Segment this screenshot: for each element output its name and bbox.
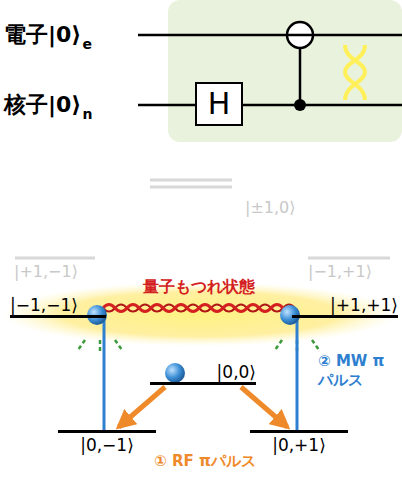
faint-level [15, 257, 95, 260]
faint-level [308, 257, 390, 260]
electron-wire [138, 34, 402, 37]
faint-level-label: |+1,−1⟩ [14, 262, 78, 281]
entanglement-wave [103, 305, 295, 312]
circuit-background [168, 0, 402, 142]
qubit-subscript: e [82, 36, 92, 52]
rf-pulse-label: ① RF πパルス [150, 452, 260, 471]
mw-sparkle [78, 340, 319, 352]
node-text: |−1,−1⟩ [10, 295, 106, 315]
pulse-connector [119, 387, 165, 427]
node-text: |0,+1⟩ [250, 435, 348, 455]
spin-ball [165, 363, 185, 383]
qubit-label: 電子|0⟩ [4, 20, 81, 50]
entangle-twist [345, 45, 365, 100]
entangle-twist [345, 45, 365, 100]
cnot-control [294, 99, 306, 111]
hadamard-gate: H [195, 82, 243, 126]
nucleus-wire [138, 104, 402, 107]
faint-level [150, 186, 232, 189]
mw-pulse-label: ② MW πパルス [318, 352, 396, 390]
faint-level [150, 179, 232, 182]
cnot-target-cross [287, 34, 313, 37]
node-text: |0,−1⟩ [58, 435, 156, 455]
cnot-target [287, 22, 313, 48]
energy-level: |−1,−1⟩ [10, 295, 106, 318]
qubit-subscript: n [82, 106, 92, 122]
spin-ball [280, 305, 300, 325]
faint-level-label: |−1,+1⟩ [308, 262, 372, 281]
energy-level: |0,+1⟩ [250, 430, 348, 455]
entanglement-wave [103, 305, 295, 312]
spin-ball [87, 305, 107, 325]
pulse-connector [241, 387, 287, 427]
energy-level: |+1,+1⟩ [292, 295, 398, 318]
node-text: |0,0⟩ [150, 362, 256, 382]
node-text: H [208, 88, 231, 120]
edge-label: 量子もつれ状態 [143, 277, 255, 298]
pulse-connector [296, 319, 299, 430]
energy-level: |0,0⟩ [150, 362, 256, 385]
pulse-connector [103, 319, 106, 430]
node-text: |+1,+1⟩ [292, 295, 398, 315]
faint-level-label: |±1,0⟩ [245, 198, 295, 217]
qubit-label: 核子|0⟩ [4, 90, 81, 120]
energy-level: |0,−1⟩ [58, 430, 156, 455]
